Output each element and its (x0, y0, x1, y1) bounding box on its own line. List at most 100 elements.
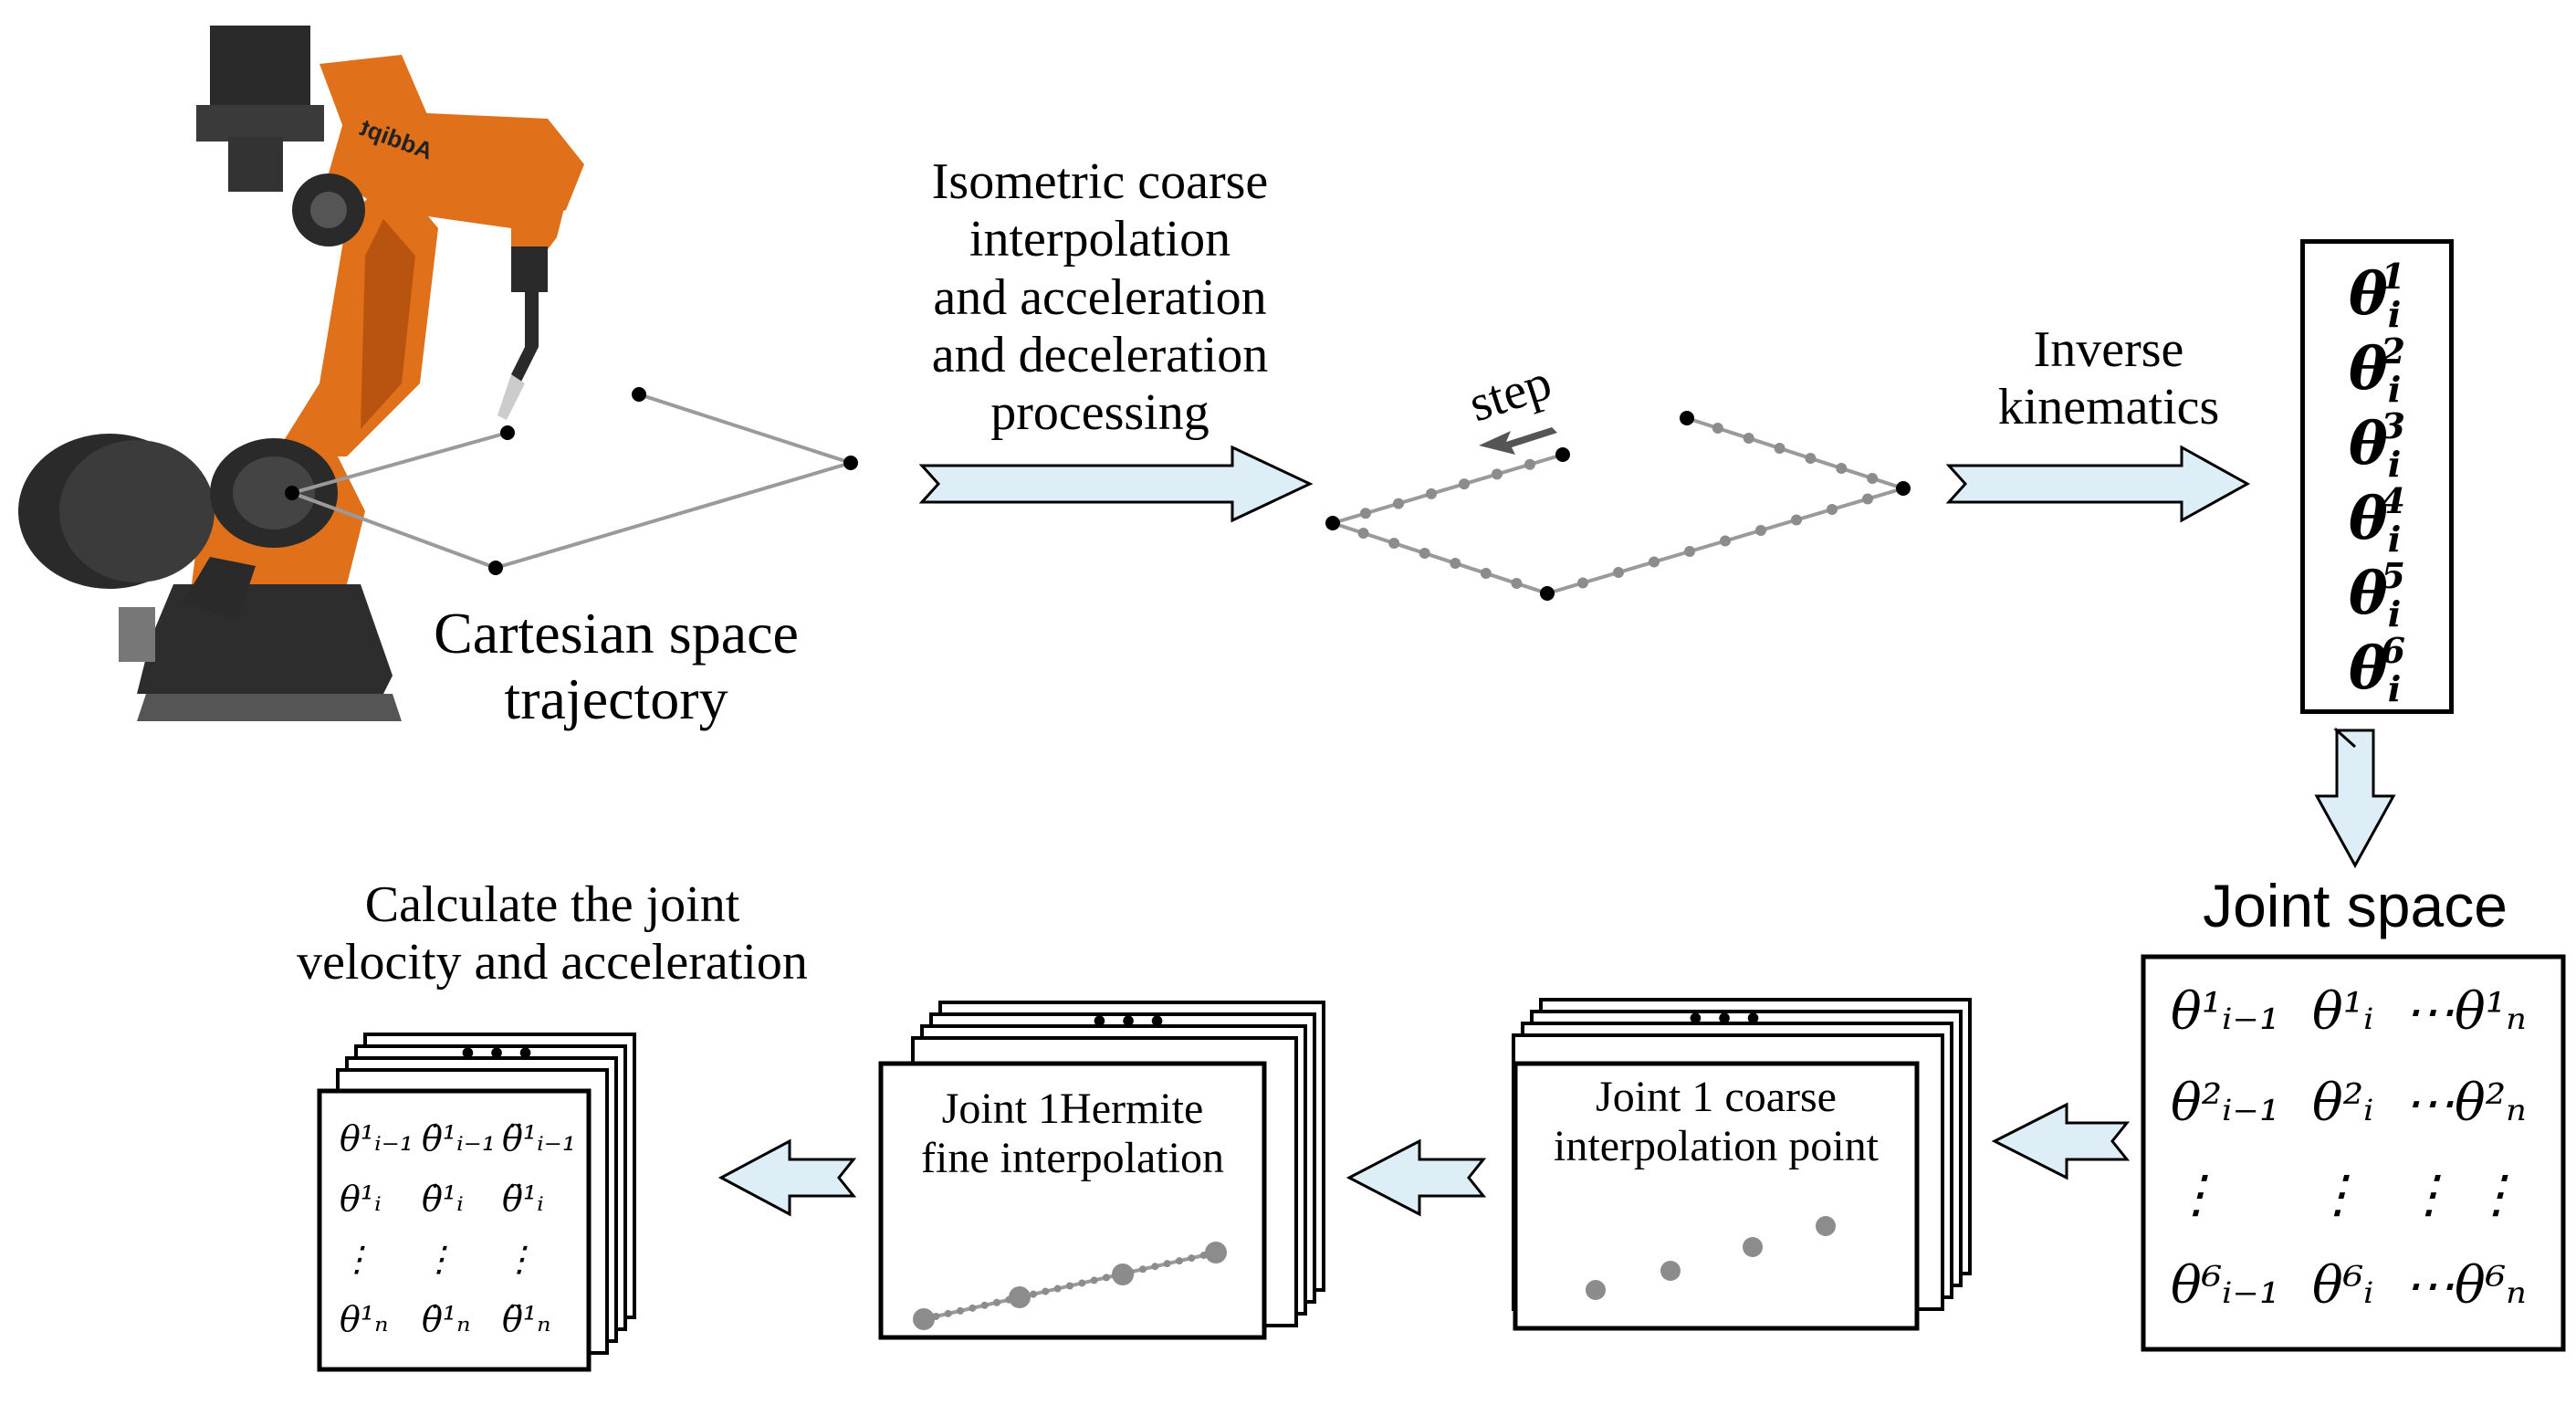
arrow-left-velocity (717, 1138, 857, 1217)
matrix-cell: θ²ᵢ (2312, 1074, 2374, 1133)
matrix-cell: ⋮ (2312, 1165, 2363, 1224)
arrow-inverse-kinematics (1945, 445, 2251, 523)
velocity-cell: ⋮ (340, 1239, 374, 1279)
theta-joint-2: θi2 (2349, 331, 2405, 411)
hermite-fine-dot (1078, 1279, 1086, 1287)
theta-joint-5: θi5 (2349, 556, 2405, 635)
path-interp-dot (1862, 493, 1873, 505)
matrix-cell: θ⁶ᵢ (2312, 1256, 2374, 1316)
arrow-coarse-process (918, 445, 1314, 523)
inverse-kinematics-label: Inverse kinematics (1997, 321, 2220, 436)
hermite-fine-dot (957, 1306, 964, 1315)
path-interp-dot (1743, 433, 1754, 444)
hermite-knots (913, 1242, 1227, 1330)
hermite-fine-dot (1053, 1284, 1062, 1293)
path-interp-dot (1720, 535, 1731, 547)
hermite-fine-dot (1090, 1276, 1098, 1284)
path-interp-dot (1459, 478, 1470, 490)
matrix-cell: θ¹ᵢ (2312, 982, 2374, 1042)
velocity-panel-stack (317, 1033, 636, 1372)
hermite-fine-dot (1030, 1290, 1037, 1298)
hermite-panel-ellipsis: ••• (1089, 1001, 1176, 1043)
cartesian-trajectory-points (285, 387, 858, 575)
robot-arm-illustration: Addipt (18, 26, 584, 721)
velocity-cell: θ̈¹ᵢ (502, 1179, 544, 1219)
velocity-cell: θ¹ᵢ (340, 1179, 382, 1219)
matrix-cell: ⋮ (2171, 1165, 2222, 1224)
path-interp-dot (1712, 423, 1723, 434)
hermite-fine-dot (969, 1304, 977, 1312)
velocity-cell: ⋮ (422, 1239, 456, 1279)
hermite-fine-dot (1163, 1260, 1171, 1268)
arrow-down-joint-space (2314, 727, 2396, 869)
path-interp-dot (1360, 508, 1371, 519)
path-interp-dot (1805, 453, 1817, 464)
velocity-cell: ⋮ (502, 1239, 537, 1279)
velocity-cell: θ̈¹ᵢ₋₁ (502, 1118, 577, 1159)
hermite-fine-dot (1139, 1265, 1147, 1274)
joint-space-title: Joint space (2203, 872, 2508, 939)
path-interp-dot (1774, 443, 1785, 454)
path-interp-dot (1649, 556, 1660, 568)
velocity-panel-ellipsis: ••• (457, 1033, 544, 1075)
velocity-cell: θ¹ₙ (340, 1299, 389, 1339)
matrix-cell: ⋮ ⋮ (2403, 1165, 2522, 1224)
coarse-point-panel-stack (1512, 998, 1972, 1331)
interpolated-path-dots (1357, 423, 1879, 589)
step-label: step (1462, 353, 1558, 433)
path-interp-dot (1492, 468, 1503, 480)
matrix-cell: θ²ᵢ₋₁ (2171, 1074, 2280, 1133)
velocity-cell: θ¹ᵢ₋₁ (340, 1118, 414, 1159)
path-interp-dot (1836, 463, 1848, 474)
hermite-fine-dot (980, 1301, 989, 1309)
hermite-panel-title: Joint 1Hermite fine interpolation (921, 1085, 1224, 1183)
path-interp-dot (1684, 546, 1695, 557)
matrix-cell: ⋯θ²ₙ (2403, 1074, 2527, 1133)
path-interp-dot (1867, 473, 1879, 484)
coarse-points (1586, 1216, 1836, 1300)
matrix-cell: ⋯θ¹ₙ (2403, 982, 2527, 1042)
hermite-fine-dot (993, 1298, 1000, 1306)
path-interp-dot (1388, 538, 1400, 549)
coarse-point-panel-title: Joint 1 coarse interpolation point (1554, 1073, 1879, 1171)
matrix-cell: ⋯θ⁶ₙ (2403, 1256, 2527, 1316)
matrix-cell: θ¹ᵢ₋₁ (2171, 982, 2280, 1042)
path-interp-dot (1613, 567, 1624, 578)
velocity-cell: θ̇¹ᵢ₋₁ (422, 1118, 497, 1159)
path-interp-dot (1791, 514, 1802, 526)
path-interp-dot (1480, 568, 1492, 579)
matrix-cell: θ⁶ᵢ₋₁ (2171, 1256, 2280, 1316)
joint-space-matrix: θ¹ᵢ₋₁ θ¹ᵢ ⋯θ¹ₙ θ²ᵢ₋₁ θ²ᵢ ⋯θ²ₙ ⋮ ⋮ ⋮ ⋮ θ⁶ᵢ₋₁ θ⁶ᵢ ⋯θ⁶… (2143, 957, 2563, 1349)
path-interp-dot (1419, 548, 1430, 559)
theta-joint-1: θi1 (2349, 257, 2405, 336)
coarse-process-label: Isometric coarse interpolation and accel… (931, 153, 1269, 442)
hermite-fine-dot (1042, 1287, 1050, 1295)
theta-joint-3: θi3 (2349, 406, 2405, 486)
interpolated-path-endpoints (1325, 411, 1911, 601)
cartesian-trajectory (291, 393, 852, 570)
velocity-cell: θ̇¹ᵢ (422, 1179, 464, 1219)
hermite-fine-dot (1103, 1274, 1110, 1282)
theta-joint-6: θi6 (2349, 631, 2405, 710)
path-interp-dot (1755, 525, 1766, 536)
path-interp-dot (1357, 528, 1369, 539)
hermite-fine-dot (944, 1309, 952, 1317)
joint-space-matrix-box (2141, 954, 2566, 1352)
coarse-panel-ellipsis: ••• (1685, 999, 1772, 1041)
path-interp-dot (1827, 504, 1838, 515)
path-interp-dot (1524, 458, 1535, 470)
arrow-left-coarse-points (1991, 1102, 2131, 1180)
theta-joint-4: θi4 (2349, 481, 2405, 561)
path-interp-dot (1511, 578, 1523, 589)
hermite-fine-dot (1188, 1254, 1196, 1263)
velocity-acceleration-title: Calculate the joint velocity and acceler… (297, 876, 808, 991)
step-arrow-icon (1479, 427, 1557, 455)
arrow-left-hermite (1346, 1138, 1487, 1217)
path-interp-dot (1393, 498, 1404, 509)
path-interp-dot (1426, 488, 1437, 499)
cartesian-trajectory-label: Cartesian space trajectory (434, 601, 799, 732)
hermite-fine-dot (1176, 1257, 1183, 1265)
